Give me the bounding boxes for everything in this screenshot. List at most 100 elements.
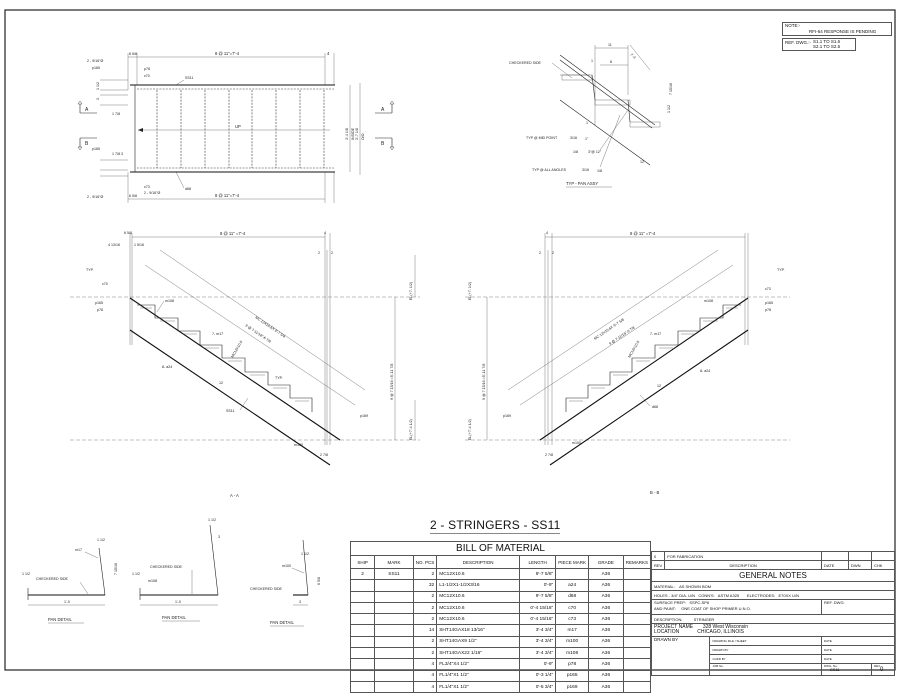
svg-text:1 1/2: 1 1/2 [22,572,30,576]
dwg-no-cell: DWG. No. SS11 [821,663,872,676]
svg-text:1 7/8 3: 1 7/8 3 [112,152,123,156]
svg-text:1/8: 1/8 [597,169,602,173]
bom-header-mark: MARK [374,555,414,569]
svg-text:p78: p78 [144,67,150,71]
bom-cell-ship [349,601,376,615]
svg-text:p165: p165 [92,66,100,70]
bom-cell-desc: FL1/4"X1 1/2" [436,680,520,693]
svg-text:3'-4 1/8: 3'-4 1/8 [345,128,349,140]
pan-assy-typ-mid: TYP @ MID POINT [526,136,558,140]
ref-line-1: S1.1 TO S1.6 [813,39,841,44]
aa-rise-label: 9 @ 7 15/16 =5'-11 7/8 [390,364,394,400]
svg-text:1 7/8: 1 7/8 [112,112,120,116]
svg-text:8 @ 11" =7'-4: 8 @ 11" =7'-4 [630,231,656,236]
description-row: DESCRIPTION: STRINGER [651,614,895,624]
svg-text:8: 8 [610,60,612,64]
bom-cell-length: 0'-4 15/16" [518,613,557,626]
svg-text:12: 12 [657,384,661,388]
svg-text:2 - 9/16"Ø: 2 - 9/16"Ø [87,59,103,63]
svg-text:EL(+7'-4 1/2): EL(+7'-4 1/2) [468,419,472,440]
svg-text:3'-7 1/8: 3'-7 1/8 [355,128,359,140]
svg-text:2 - 9/16"Ø: 2 - 9/16"Ø [87,195,103,199]
svg-text:7 15/16: 7 15/16 [114,563,118,575]
svg-text:p165: p165 [95,301,103,305]
bom-cell-pcs: 32 [412,579,438,592]
pan-detail-2: 1'-0 CHECKERED SIDE m108 1 1/2 3 1 1/2 P… [132,518,220,622]
svg-text:c70: c70 [144,74,150,78]
svg-text:2 7/8: 2 7/8 [545,453,553,457]
bom-cell-desc: FL3/4"X4 1/2" [436,658,520,671]
rev-row: 0 FOR FABRICATION [650,551,895,561]
dwg-no-value: SS11 [830,667,840,672]
svg-text:EL(+7- 1/2): EL(+7- 1/2) [409,282,413,300]
pan-assy-title: TYP - PAN ASSY [566,181,598,186]
bom-cell-mark [374,590,414,603]
bom-cell-remarks [622,567,652,581]
svg-text:1: 1 [586,121,588,125]
section-b-b: 8 @ 11" =7'-4 4 2 2 MC 12X10.6X 9'-7 5/8… [465,231,790,495]
pan-assy-checkered: CHECKERED SIDE [509,61,542,65]
bom-cell-grade: A36 [588,658,624,671]
bom-cell-pcs: 14 [412,624,438,637]
bom-cell-piece: a24 [555,579,590,592]
bom-cell-remarks [622,613,652,626]
bom-cell-desc: SHT14GAX18 13/16" [436,624,520,637]
bom-cell-length: 9'-7 5/8" [518,590,557,603]
bom-cell-piece: d68 [555,590,590,603]
svg-text:4: 4 [324,231,326,235]
bom-cell-mark [374,601,414,615]
svg-text:O/O: O/O [361,133,365,140]
bb-rise-label: 9 @ 7 15/16 =5'-11 7/8 [482,364,486,400]
svg-text:c73: c73 [144,185,150,189]
bom-cell-desc: SHT14GAX9 1/2" [436,635,520,649]
bom-cell-piece [555,567,590,581]
pan-assy-typ-all: TYP @ ALL ANGLES [532,168,567,172]
section-a-a: 8 @ 11" =7'-4 4 2 2 6 5/8 4 13/16 1 5/16… [70,231,420,498]
holes-row: HOLES - 3/4" DIA. U/N CONN'S: ASTM A325 … [651,590,895,600]
plan-left-offset: 6 5/8 [129,52,137,56]
bom-cell-grade: A36 [588,613,624,626]
bom-cell-length: 0'-9" [518,579,557,592]
bom-cell-desc: MC12X10.6 [436,613,520,626]
bom-cell-desc: L1-1/2X1-1/2X3/16 [436,579,520,592]
bom-cell-mark [374,579,414,592]
svg-text:1 1/2: 1 1/2 [97,538,105,542]
svg-text:p169: p169 [360,414,368,418]
svg-text:2: 2 [331,251,333,255]
bom-header-row: SHIP MARK NO. PCS DESCRIPTION LENGTH PIE… [349,555,652,569]
bom-cell-desc: MC12X10.6 [436,601,520,615]
svg-text:m108: m108 [148,579,157,583]
svg-text:m17: m17 [75,548,82,552]
plan-up-label: UP [235,124,241,129]
bom-cell-ship [349,669,376,682]
svg-text:INSIDE: INSIDE [351,127,355,140]
svg-text:TYP.: TYP. [86,268,94,272]
svg-text:3/16: 3/16 [582,168,589,172]
svg-text:2 7/8: 2 7/8 [320,453,328,457]
svg-text:MC12X10.6: MC12X10.6 [627,340,640,358]
svg-text:CHECKERED SIDE: CHECKERED SIDE [36,577,69,581]
bom-header-description: DESCRIPTION [436,555,520,569]
svg-text:MC12X10.6: MC12X10.6 [230,340,243,358]
svg-text:2: 2 [318,251,320,255]
surface-prep-cell: SURFACE PREP: SSPC-SP6 AND PAINT: ONE CO… [651,599,822,615]
svg-text:p165: p165 [92,147,100,151]
bom-cell-length: 9'-7 5/8" [518,567,557,581]
svg-text:11: 11 [608,43,612,47]
svg-text:6 5/8: 6 5/8 [317,577,321,585]
ref-label: REF. DWG.:- [785,40,811,45]
bom-cell-grade: A36 [588,680,624,693]
svg-text:1 1/2: 1 1/2 [301,552,309,556]
bom-cell-length: 0'-4 15/16" [518,601,557,615]
bom-cell-remarks [622,624,652,637]
bom-cell-remarks [622,579,652,592]
bom-cell-length: 3'-4 3/4" [518,624,557,637]
svg-text:3: 3 [96,98,100,100]
bom-cell-remarks [622,647,652,660]
bom-cell-remarks [622,658,652,671]
ref-dwg-box: REF. DWG.:- S1.1 TO S1.6 S2.1 TO S2.5 [782,38,856,51]
bom-cell-pcs: 2 [412,635,438,649]
